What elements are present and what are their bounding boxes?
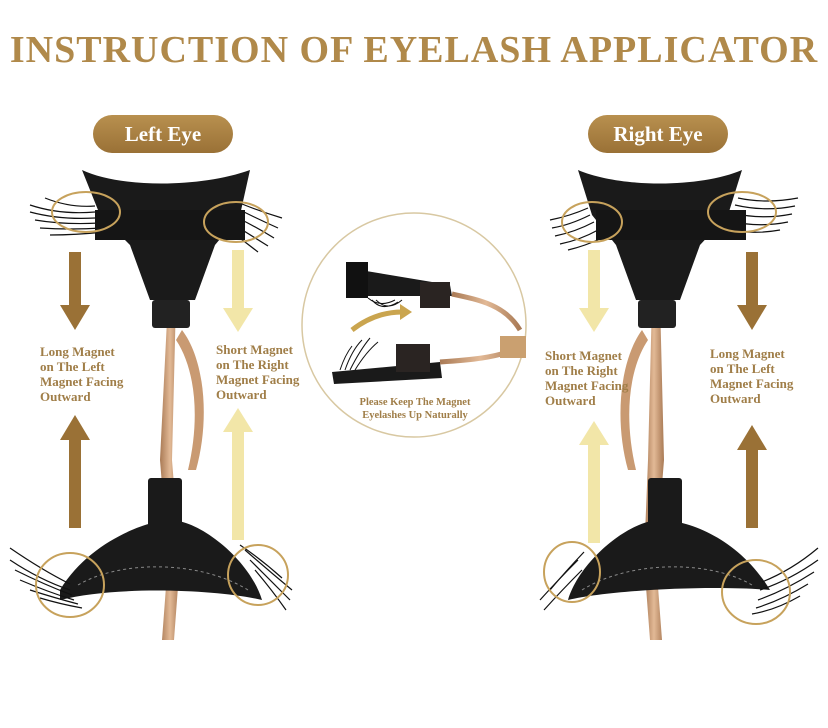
caption-line: Please Keep The Magnet (359, 397, 471, 408)
left-eye-badge: Left Eye (93, 115, 233, 153)
center-closeup (301, 212, 527, 438)
center-caption: Please Keep The Magnet Eyelashes Up Natu… (340, 396, 490, 422)
label-line: on The Left (40, 359, 105, 374)
label-line: Magnet Facing (710, 376, 794, 391)
right-down-arrow-long (737, 252, 767, 330)
label-line: Magnet Facing (40, 374, 124, 389)
label-line: Outward (710, 391, 761, 406)
right-down-arrow-short (579, 250, 609, 332)
label-line: Short Magnet (216, 342, 293, 357)
left-down-arrow-short (223, 250, 253, 332)
right-up-arrow-long (737, 425, 767, 528)
label-line: Outward (40, 389, 91, 404)
right-up-arrow-short (579, 421, 609, 543)
label-line: on The Right (216, 357, 289, 372)
label-line: Magnet Facing (545, 378, 629, 393)
label-line: Outward (545, 393, 596, 408)
label-line: Long Magnet (710, 346, 785, 361)
label-line: Outward (216, 387, 267, 402)
right-eye-short-magnet-label: Short Magnet on The Right Magnet Facing … (545, 348, 628, 408)
label-line: on The Left (710, 361, 775, 376)
page-title: INSTRUCTION OF EYELASH APPLICATOR (9, 29, 819, 71)
right-applicator (539, 170, 819, 640)
left-eye-long-magnet-label: Long Magnet on The Left Magnet Facing Ou… (40, 344, 123, 404)
label-line: Magnet Facing (216, 372, 300, 387)
label-line: Long Magnet (40, 344, 115, 359)
left-eye-short-magnet-label: Short Magnet on The Right Magnet Facing … (216, 342, 299, 402)
label-line: on The Right (545, 363, 618, 378)
left-up-arrow-long (60, 415, 90, 528)
right-eye-badge: Right Eye (588, 115, 728, 153)
right-eye-long-magnet-label: Long Magnet on The Left Magnet Facing Ou… (710, 346, 793, 406)
left-down-arrow-long (60, 252, 90, 330)
left-applicator (9, 170, 293, 640)
label-line: Short Magnet (545, 348, 622, 363)
left-up-arrow-short (223, 408, 253, 540)
caption-line: Eyelashes Up Naturally (362, 410, 468, 421)
